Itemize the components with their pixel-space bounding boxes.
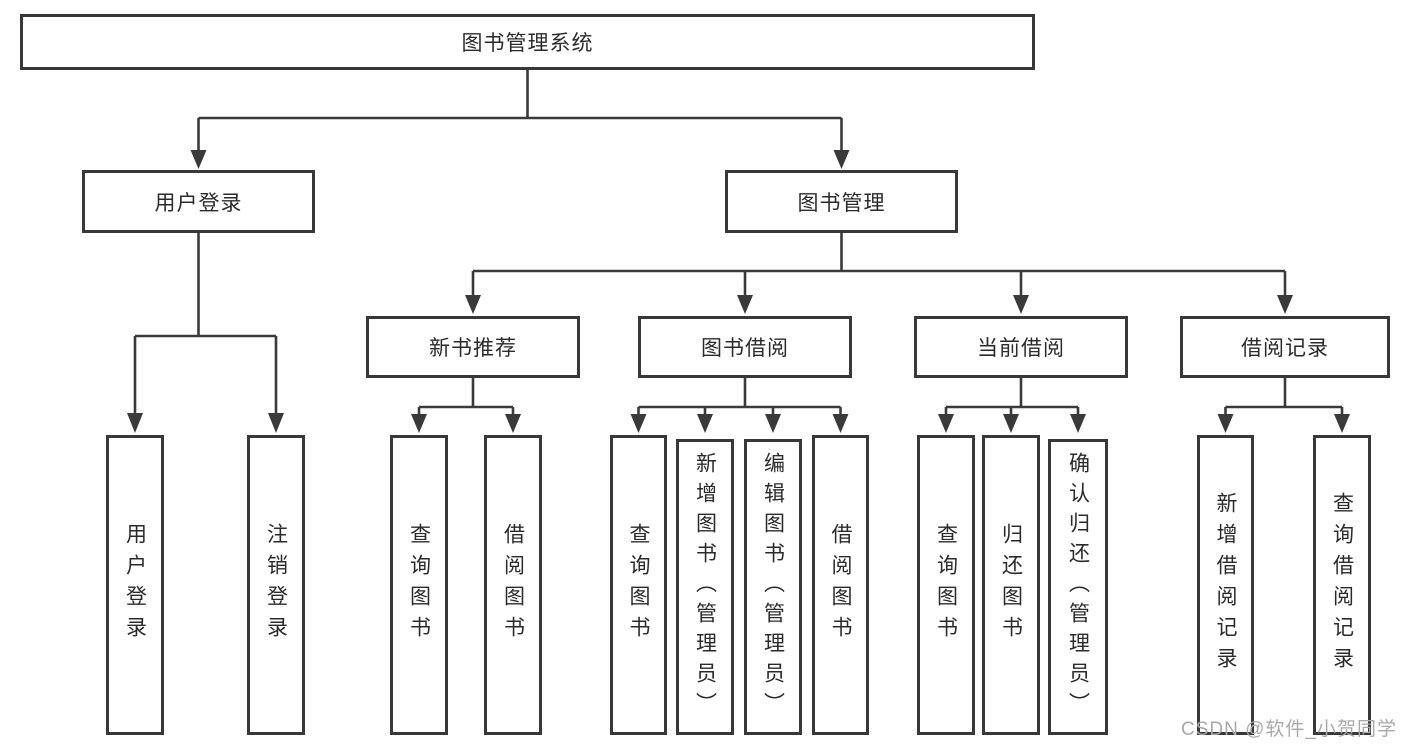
node-cb-query-book: 查询图书 — [917, 435, 975, 735]
node-new-book-rec-label: 新书推荐 — [429, 337, 517, 360]
node-book-mgmt-label: 图书管理 — [797, 191, 886, 215]
arrowhead — [127, 413, 143, 433]
arrowhead — [268, 413, 284, 433]
arrowhead — [190, 150, 207, 169]
arrowhead — [938, 414, 954, 433]
node-bb-add-book: 新增图书（管理员） — [676, 439, 734, 735]
node-book-mgmt: 图书管理 — [725, 170, 958, 233]
connector-new-book-rec-branch — [411, 378, 521, 433]
arrowhead — [1334, 414, 1350, 433]
node-rec-query-book-label: 查询图书 — [407, 523, 431, 647]
arrowhead — [1217, 414, 1234, 433]
arrowhead — [833, 150, 850, 169]
node-cb-return-book-label: 归还图书 — [999, 523, 1023, 647]
node-cb-confirm-return: 确认归还（管理员） — [1048, 439, 1108, 735]
arrowhead — [1070, 414, 1086, 433]
connector-root-to-level2 — [190, 70, 850, 169]
node-bb-edit-book-label: 编辑图书（管理员） — [761, 452, 785, 722]
arrowhead — [1277, 295, 1293, 314]
node-rec-query-book: 查询图书 — [390, 435, 448, 735]
connector-borrow-record-branch — [1217, 378, 1350, 433]
node-bb-borrow-book: 借阅图书 — [812, 435, 869, 735]
node-current-borrow-label: 当前借阅 — [977, 337, 1065, 360]
arrowhead — [765, 414, 781, 433]
node-borrow-record-label: 借阅记录 — [1241, 337, 1329, 360]
arrowhead — [505, 414, 521, 433]
arrowhead — [832, 414, 849, 433]
node-br-add-record-label: 新增借阅记录 — [1214, 492, 1237, 678]
node-leaf-logout: 注销登录 — [247, 435, 305, 735]
node-user-login: 用户登录 — [82, 170, 315, 233]
arrowhead — [411, 414, 427, 433]
arrowhead — [630, 414, 647, 433]
node-bb-query-book: 查询图书 — [610, 435, 667, 735]
node-cb-confirm-return-label: 确认归还（管理员） — [1066, 452, 1090, 722]
connector-book-borrow-branch — [630, 378, 849, 433]
node-book-borrow-label: 图书借阅 — [701, 337, 789, 360]
node-br-query-record: 查询借阅记录 — [1313, 435, 1371, 735]
arrowhead — [1003, 414, 1019, 433]
connector-user-login-branch — [127, 233, 284, 433]
connector-current-borrow-branch — [938, 378, 1086, 433]
node-cb-return-book: 归还图书 — [982, 435, 1040, 735]
node-br-add-record: 新增借阅记录 — [1197, 435, 1254, 735]
node-bb-edit-book: 编辑图书（管理员） — [744, 439, 802, 735]
node-br-query-record-label: 查询借阅记录 — [1330, 492, 1354, 678]
csdn-watermark: CSDN @软件_小贺同学 — [1181, 719, 1397, 740]
node-bb-query-book-label: 查询图书 — [627, 523, 650, 647]
node-borrow-record: 借阅记录 — [1180, 316, 1390, 378]
arrowhead — [465, 295, 481, 314]
node-current-borrow: 当前借阅 — [914, 316, 1128, 378]
node-book-borrow: 图书借阅 — [638, 316, 852, 378]
node-leaf-logout-label: 注销登录 — [264, 523, 288, 647]
arrowhead — [737, 295, 753, 314]
arrowhead — [1013, 295, 1029, 314]
node-bb-borrow-book-label: 借阅图书 — [829, 523, 852, 647]
node-root: 图书管理系统 — [20, 14, 1035, 70]
node-rec-borrow-book: 借阅图书 — [484, 435, 542, 735]
node-root-label: 图书管理系统 — [461, 32, 594, 55]
node-leaf-user-login: 用户登录 — [106, 435, 164, 735]
node-cb-query-book-label: 查询图书 — [934, 523, 958, 647]
node-rec-borrow-book-label: 借阅图书 — [501, 523, 525, 647]
node-user-login-label: 用户登录 — [154, 191, 243, 215]
node-bb-add-book-label: 新增图书（管理员） — [693, 452, 717, 722]
connector-book-mgmt-branch — [465, 233, 1293, 314]
arrowhead — [697, 414, 713, 433]
node-leaf-user-login-label: 用户登录 — [123, 523, 147, 647]
node-new-book-rec: 新书推荐 — [366, 316, 580, 378]
